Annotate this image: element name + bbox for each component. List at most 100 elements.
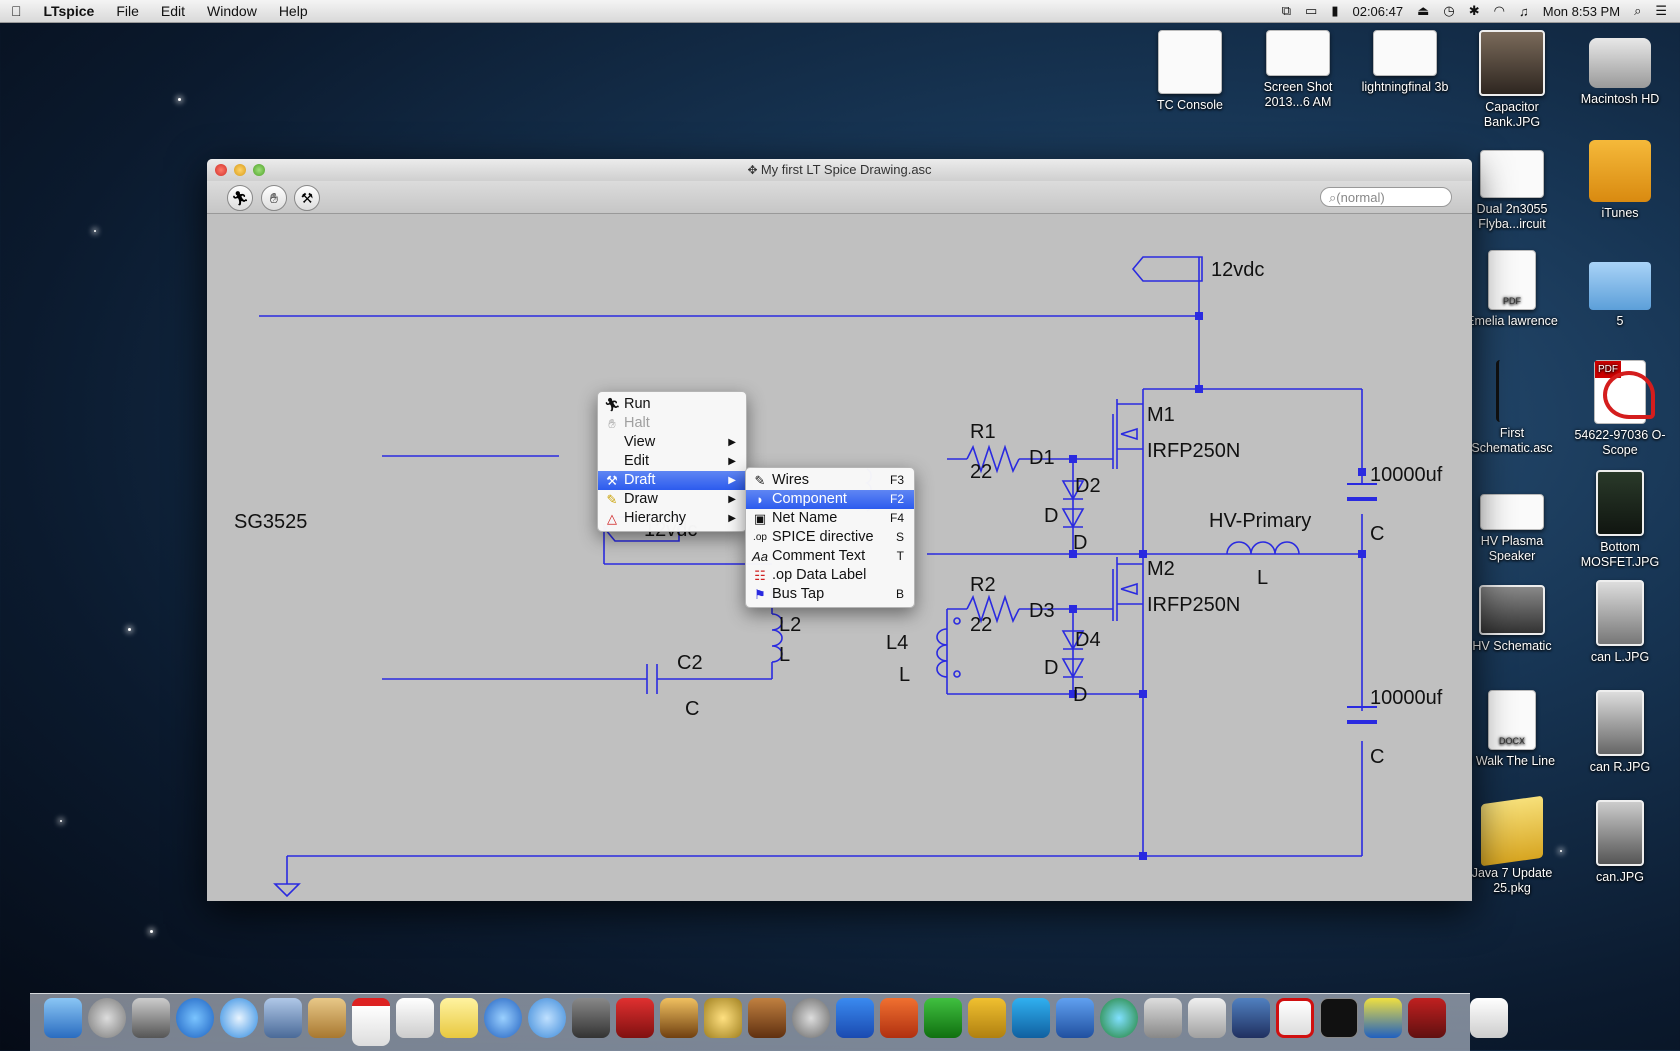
m1-model[interactable]: IRFP250N bbox=[1147, 440, 1240, 462]
component-label-sg3525[interactable]: SG3525 bbox=[234, 511, 307, 533]
schematic-canvas[interactable]: 12vdc 12vdc SG3525 R1 22 D1 D2 D D M1 IR… bbox=[207, 159, 1472, 901]
hv-primary-name[interactable]: HV-Primary bbox=[1209, 510, 1311, 532]
menu-edit[interactable]: Edit bbox=[150, 3, 185, 19]
desktop-icon[interactable]: iTunes bbox=[1570, 140, 1670, 221]
menu-item-run[interactable]: 🏃︎Run bbox=[604, 396, 651, 412]
c-bottom-value[interactable]: 10000uf bbox=[1370, 687, 1443, 709]
c-bottom-model[interactable]: C bbox=[1370, 746, 1384, 768]
safari-icon[interactable] bbox=[220, 998, 258, 1038]
window-titlebar[interactable]: ✥ My first LT Spice Drawing.asc bbox=[207, 159, 1472, 181]
menu-window[interactable]: Window bbox=[196, 3, 257, 19]
clock[interactable]: Mon 8:53 PM bbox=[1542, 3, 1621, 19]
m1-name[interactable]: M1 bbox=[1147, 404, 1175, 426]
virtualbox-icon[interactable] bbox=[1232, 998, 1270, 1038]
desktop-icon[interactable]: can L.JPG bbox=[1570, 580, 1670, 665]
excel-icon[interactable] bbox=[924, 998, 962, 1038]
spotlight-icon[interactable]: ⌕ bbox=[1634, 3, 1642, 18]
menu-item-hierarchy[interactable]: △Hierarchy▶ bbox=[598, 509, 746, 528]
mail-icon[interactable] bbox=[264, 998, 302, 1038]
desktop-icon[interactable]: Screen Shot 2013...6 AM bbox=[1248, 30, 1348, 110]
battery-time[interactable]: 02:06:47 bbox=[1352, 3, 1404, 19]
l4-name[interactable]: L4 bbox=[886, 632, 908, 654]
menu-item-draft[interactable]: ⚒Draft▶ bbox=[598, 471, 746, 490]
itunes-icon[interactable] bbox=[484, 998, 522, 1038]
l2-model[interactable]: L bbox=[779, 644, 790, 666]
c2-name[interactable]: C2 bbox=[677, 652, 703, 674]
minimize-button[interactable] bbox=[234, 164, 246, 176]
menu-file[interactable]: File bbox=[105, 3, 139, 19]
acrobat-icon[interactable] bbox=[1276, 998, 1314, 1038]
desktop-icon[interactable]: HV Schematic bbox=[1462, 585, 1562, 654]
desktop-icon[interactable]: 5 bbox=[1570, 250, 1670, 329]
contacts-icon[interactable] bbox=[308, 998, 346, 1038]
d-m1-model[interactable]: D bbox=[1073, 532, 1087, 554]
d2-name[interactable]: D2 bbox=[1075, 475, 1101, 497]
office-app-icon[interactable] bbox=[968, 998, 1006, 1038]
eject-icon[interactable]: ⏏ bbox=[1417, 3, 1430, 18]
c2-model[interactable]: C bbox=[685, 698, 699, 720]
desktop-icon[interactable]: HV Plasma Speaker bbox=[1462, 480, 1562, 564]
desktop-icon[interactable]: Dual 2n3055 Flyba...ircuit bbox=[1462, 140, 1562, 232]
mission-control-icon[interactable] bbox=[132, 998, 170, 1038]
powerpoint-icon[interactable] bbox=[880, 998, 918, 1038]
l4-model[interactable]: L bbox=[899, 664, 910, 686]
r1-name[interactable]: R1 bbox=[970, 421, 996, 443]
hv-primary-model[interactable]: L bbox=[1257, 567, 1268, 589]
menu-item-draw[interactable]: ✎Draw▶ bbox=[598, 490, 746, 509]
d1-name[interactable]: D1 bbox=[1029, 447, 1055, 469]
menu-help[interactable]: Help bbox=[268, 3, 308, 19]
app-store-icon[interactable] bbox=[176, 998, 214, 1038]
r2-name[interactable]: R2 bbox=[970, 574, 996, 596]
menu-item-halt[interactable]: ✋︎Halt bbox=[598, 414, 746, 433]
terminal-icon[interactable] bbox=[1320, 998, 1358, 1038]
run-button[interactable]: 🏃︎ bbox=[227, 185, 253, 211]
system-preferences-icon[interactable] bbox=[792, 998, 830, 1038]
messages-icon[interactable] bbox=[528, 998, 566, 1038]
menu-item-edit[interactable]: Edit▶ bbox=[624, 453, 736, 469]
app-menu[interactable]: LTspice bbox=[33, 3, 95, 19]
desktop-icon[interactable]: TC Console bbox=[1140, 30, 1240, 113]
probe-button[interactable]: ⚒ bbox=[294, 185, 320, 211]
calendar-icon[interactable] bbox=[352, 998, 390, 1046]
facetime-icon[interactable] bbox=[572, 998, 610, 1038]
r2-value[interactable]: 22 bbox=[970, 614, 992, 636]
ltspice-icon[interactable] bbox=[1364, 998, 1402, 1038]
word-icon[interactable] bbox=[836, 998, 874, 1038]
desktop-icon[interactable]: can R.JPG bbox=[1570, 690, 1670, 775]
office-app-icon[interactable] bbox=[1012, 998, 1050, 1038]
volume-icon[interactable]: ♫ bbox=[1518, 3, 1529, 19]
d-m2-model[interactable]: D bbox=[1073, 684, 1087, 706]
launchpad-icon[interactable] bbox=[88, 998, 126, 1038]
desktop-icon[interactable]: Capacitor Bank.JPG bbox=[1462, 30, 1562, 130]
finder-icon[interactable] bbox=[44, 998, 82, 1038]
submenu-item-op-data-label[interactable]: ☷.op Data Label bbox=[746, 566, 914, 585]
time-machine-icon[interactable]: ◷ bbox=[1443, 3, 1455, 18]
desktop-icon[interactable]: First Schematic.asc bbox=[1462, 360, 1562, 456]
airplay-icon[interactable]: ▭ bbox=[1305, 3, 1318, 18]
bluetooth-icon[interactable]: ✱ bbox=[1468, 3, 1480, 18]
apple-menu-icon[interactable]:  bbox=[0, 0, 33, 22]
notification-center-icon[interactable]: ☰ bbox=[1655, 3, 1667, 18]
d1-model[interactable]: D bbox=[1044, 505, 1058, 527]
m2-name[interactable]: M2 bbox=[1147, 558, 1175, 580]
d4-name[interactable]: D4 bbox=[1075, 629, 1101, 651]
linear-technology-icon[interactable] bbox=[1408, 998, 1446, 1038]
desktop-icon[interactable]: Bottom MOSFET.JPG bbox=[1570, 470, 1670, 570]
menu-item-view[interactable]: View▶ bbox=[624, 434, 736, 450]
desktop-icon[interactable]: lightningfinal 3b bbox=[1355, 30, 1455, 95]
r1-value[interactable]: 22 bbox=[970, 461, 992, 483]
network-icon[interactable] bbox=[1100, 998, 1138, 1038]
imovie-icon[interactable] bbox=[704, 998, 742, 1038]
d3-model[interactable]: D bbox=[1044, 657, 1058, 679]
documents-stack-icon[interactable] bbox=[1470, 998, 1508, 1038]
l2-name[interactable]: L2 bbox=[779, 614, 801, 636]
iphoto-icon[interactable] bbox=[660, 998, 698, 1038]
